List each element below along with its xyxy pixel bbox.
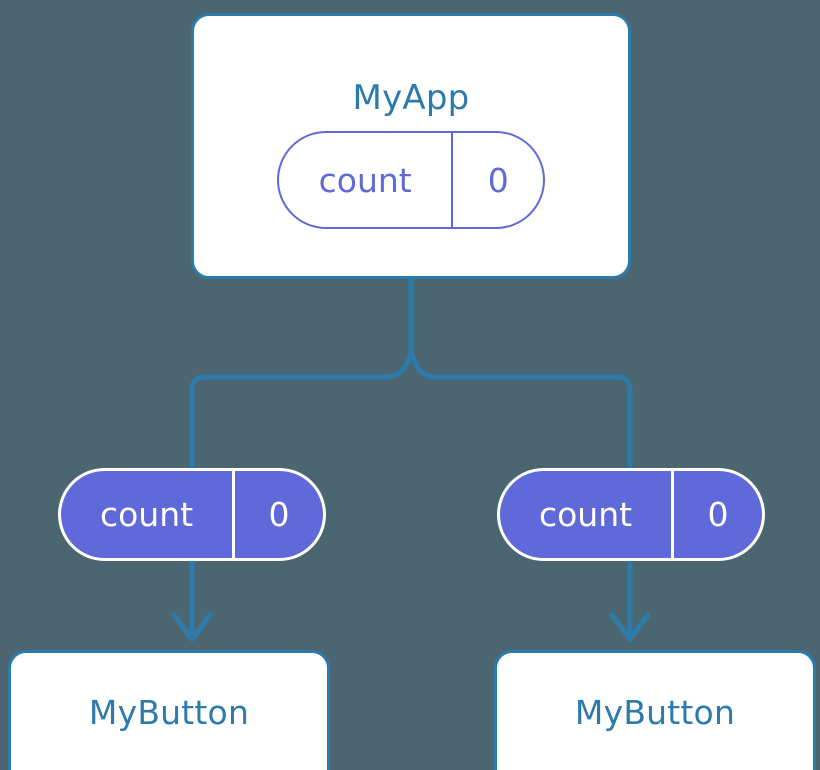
prop-pill-key: count <box>99 495 194 534</box>
prop-pill-value: 0 <box>232 471 323 558</box>
myapp-component-label: MyApp <box>352 78 470 118</box>
state-pill-myapp-count[interactable]: count 0 <box>277 131 545 229</box>
component-node-mybutton-left[interactable]: MyButton <box>8 650 330 770</box>
prop-pill-left-count[interactable]: count 0 <box>58 468 326 561</box>
wire-branch-left <box>189 350 414 468</box>
mybutton-left-label: MyButton <box>88 693 250 732</box>
prop-pill-right-count[interactable]: count 0 <box>497 468 765 561</box>
arrowhead-left <box>171 612 213 642</box>
prop-pill-value: 0 <box>671 471 762 558</box>
mybutton-right-label: MyButton <box>574 693 736 732</box>
component-node-mybutton-right[interactable]: MyButton <box>494 650 816 770</box>
state-pill-value: 0 <box>451 133 543 227</box>
arrowhead-right <box>609 612 651 642</box>
prop-pill-key: count <box>538 495 633 534</box>
state-pill-key: count <box>318 160 412 200</box>
wire-branch-right <box>408 350 633 468</box>
